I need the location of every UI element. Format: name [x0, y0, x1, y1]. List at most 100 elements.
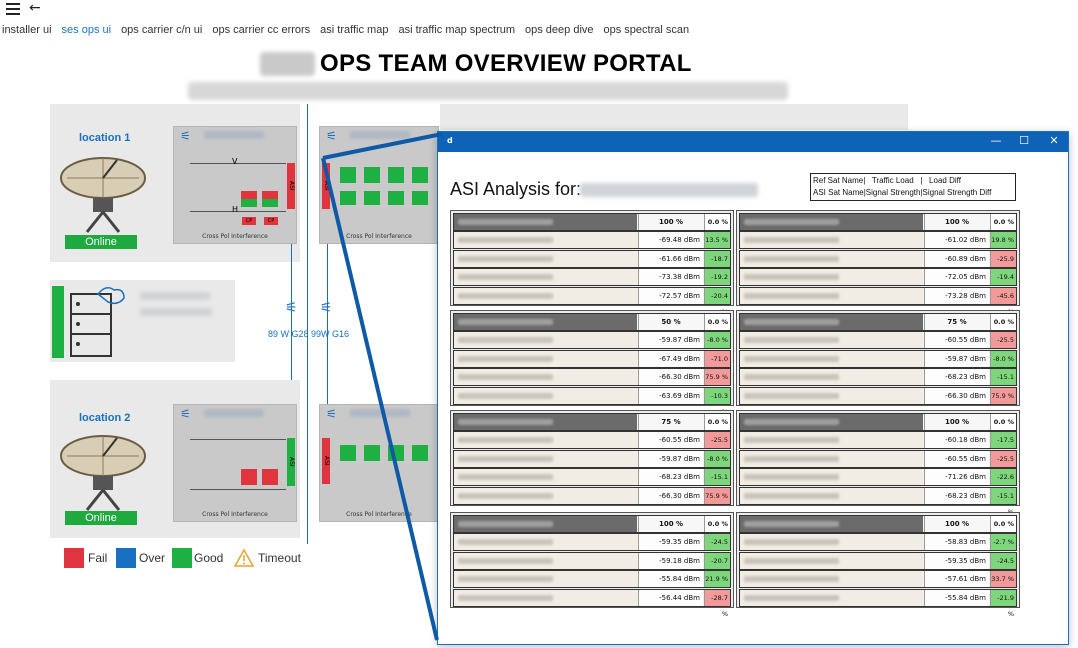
- carrier-cell-15[interactable]: [340, 167, 356, 183]
- signal-strength-cell: -60.55 dBm: [924, 332, 989, 348]
- asi-bar-good[interactable]: ASI: [287, 438, 295, 486]
- signal-strength-cell: -56.44 dBm: [638, 589, 703, 606]
- asi-sat-row[interactable]: -68.23 dBm-15.1 %: [739, 368, 1017, 397]
- h-polarization-line: [190, 489, 286, 490]
- sat-name-redacted: [744, 437, 839, 443]
- ref-sat-row[interactable]: 100 %0.0 %: [453, 213, 731, 231]
- asi-bar-fail[interactable]: ASI: [322, 438, 330, 484]
- asi-sat-row[interactable]: -59.87 dBm-8.0 %: [453, 449, 731, 468]
- asi-sat-row[interactable]: -68.23 dBm-15.1 %: [739, 486, 1017, 516]
- carrier-cell-19[interactable]: [412, 167, 428, 183]
- carrier-cell-14[interactable]: [364, 191, 380, 205]
- nav-tab-4[interactable]: asi traffic map: [320, 24, 389, 36]
- nav-tab-2[interactable]: ops carrier c/n ui: [121, 24, 203, 36]
- asi-sat-row[interactable]: -60.18 dBm-17.5 %: [739, 431, 1017, 460]
- xpol-panel-loc1-g28[interactable]: ⚟ V H CP CP Cross Pol Interference: [173, 126, 297, 244]
- ref-sat-row[interactable]: 100 %0.0 %: [453, 515, 731, 533]
- carrier-cell-19[interactable]: [412, 445, 428, 461]
- nav-tab-3[interactable]: ops carrier cc errors: [212, 24, 311, 36]
- cp-cell[interactable]: CP: [242, 217, 256, 225]
- minimize-icon[interactable]: —: [990, 134, 1002, 147]
- asi-sat-row[interactable]: -72.05 dBm-19.4 %: [739, 268, 1017, 297]
- asi-sat-row[interactable]: -61.66 dBm-18.7 %: [453, 249, 731, 279]
- ref-sat-row[interactable]: 75 %0.0 %: [739, 313, 1017, 331]
- asi-sat-row[interactable]: -59.87 dBm-8.0 %: [453, 331, 731, 349]
- ref-sat-row[interactable]: 100 %0.0 %: [739, 515, 1017, 533]
- nav-tab-7[interactable]: ops spectral scan: [603, 24, 690, 36]
- satellite-icon: ⚟: [180, 129, 191, 143]
- xpol-panel-loc2-g16[interactable]: ⚟ Cross Pol Interference: [319, 404, 439, 522]
- asi-sat-row[interactable]: -59.35 dBm-24.5 %: [453, 533, 731, 562]
- sat-name-redacted: [458, 355, 553, 362]
- asi-sat-row[interactable]: -71.26 dBm-22.6 %: [739, 468, 1017, 497]
- carrier-cell-22[interactable]: [412, 191, 428, 205]
- asi-sat-row[interactable]: -59.18 dBm-20.7 %: [453, 551, 731, 581]
- legend-over-label: Over: [139, 551, 166, 565]
- carrier-cell-green[interactable]: [262, 199, 278, 207]
- satellite-g28-icon: ⚟: [285, 300, 298, 316]
- asi-sat-row[interactable]: -73.28 dBm-45.6 %: [739, 286, 1017, 316]
- signal-strength-cell: -57.61 dBm: [924, 571, 989, 587]
- carrier-cell-10[interactable]: [340, 191, 356, 205]
- signal-strength-cell: -69.48 dBm: [638, 232, 703, 248]
- asi-sat-row[interactable]: -58.83 dBm-2.7 %: [739, 533, 1017, 551]
- sat-name-redacted: [204, 409, 264, 417]
- asi-sat-row[interactable]: -73.38 dBm-19.2 %: [453, 268, 731, 297]
- carrier-cell-23a[interactable]: [241, 469, 257, 485]
- cross-pol-label: Cross Pol Interference: [346, 511, 412, 518]
- ref-sat-row[interactable]: 75 %0.0 %: [453, 413, 731, 431]
- carrier-cell-20[interactable]: [388, 191, 404, 205]
- sat-name-cell: [740, 450, 923, 467]
- sat-name-cell: [740, 516, 923, 532]
- asi-analysis-window: d — ☐ ✕ ASI Analysis for: Ref Sat Name| …: [437, 131, 1069, 645]
- load-diff-cell: 0.0 %: [990, 414, 1016, 430]
- nav-tab-0[interactable]: installer ui: [2, 24, 52, 36]
- asi-sat-row[interactable]: -60.55 dBm-25.5 %: [739, 449, 1017, 479]
- carrier-cell-17a[interactable]: [364, 445, 380, 461]
- sat-name-cell: [454, 332, 637, 348]
- nav-tab-5[interactable]: asi traffic map spectrum: [398, 24, 516, 36]
- cp-cell[interactable]: CP: [264, 217, 278, 225]
- carrier-cell-17b[interactable]: [388, 167, 404, 183]
- carrier-cell-23b[interactable]: [262, 469, 278, 485]
- carrier-cell-15[interactable]: [340, 445, 356, 461]
- asi-group: 75 %0.0 %-60.55 dBm-25.5 %-59.87 dBm-8.0…: [736, 310, 1020, 406]
- sat-name-cell: [740, 552, 923, 569]
- ref-sat-row[interactable]: 50 %0.0 %: [453, 313, 731, 331]
- window-titlebar[interactable]: d — ☐ ✕: [438, 132, 1068, 152]
- ref-sat-row[interactable]: 100 %0.0 %: [739, 413, 1017, 431]
- asi-bar-fail[interactable]: ASI: [287, 163, 295, 209]
- asi-sat-row[interactable]: -55.84 dBm-21.9 %: [739, 588, 1017, 618]
- asi-sat-row[interactable]: -60.89 dBm-25.9 %: [739, 249, 1017, 279]
- asi-sat-row[interactable]: -68.23 dBm-15.1 %: [453, 468, 731, 497]
- back-arrow-icon[interactable]: ←: [29, 0, 41, 16]
- carrier-cell-17a[interactable]: [364, 167, 380, 183]
- hamburger-menu-icon[interactable]: [6, 3, 20, 15]
- carrier-cell-green[interactable]: [241, 199, 257, 207]
- satellite-icon: ⚟: [326, 407, 337, 421]
- asi-sat-row[interactable]: -60.55 dBm-25.5 %: [739, 331, 1017, 360]
- sat-name-redacted: [458, 237, 553, 243]
- nav-tab-6[interactable]: ops deep dive: [525, 24, 594, 36]
- maximize-icon[interactable]: ☐: [1019, 134, 1029, 147]
- legend-good-swatch: [172, 548, 192, 568]
- close-icon[interactable]: ✕: [1049, 134, 1059, 147]
- xpol-panel-loc2-g28[interactable]: ⚟ Cross Pol Interference: [173, 404, 297, 522]
- asi-sat-row[interactable]: -59.87 dBm-8.0 %: [739, 349, 1017, 368]
- asi-sat-row[interactable]: -56.44 dBm-28.7 %: [453, 588, 731, 618]
- asi-sat-row[interactable]: -63.69 dBm-10.3 %: [453, 386, 731, 416]
- asi-bar-fail[interactable]: ASI: [322, 163, 330, 209]
- nav-tab-1[interactable]: ses ops ui: [61, 24, 112, 36]
- legend-timeout-label: Timeout: [258, 551, 301, 565]
- asi-sat-row[interactable]: -67.49 dBm-71.0 %: [453, 349, 731, 379]
- ref-sat-row[interactable]: 100 %0.0 %: [739, 213, 1017, 231]
- zoom-line-top: [322, 132, 443, 160]
- sat-name-cell: [454, 516, 637, 532]
